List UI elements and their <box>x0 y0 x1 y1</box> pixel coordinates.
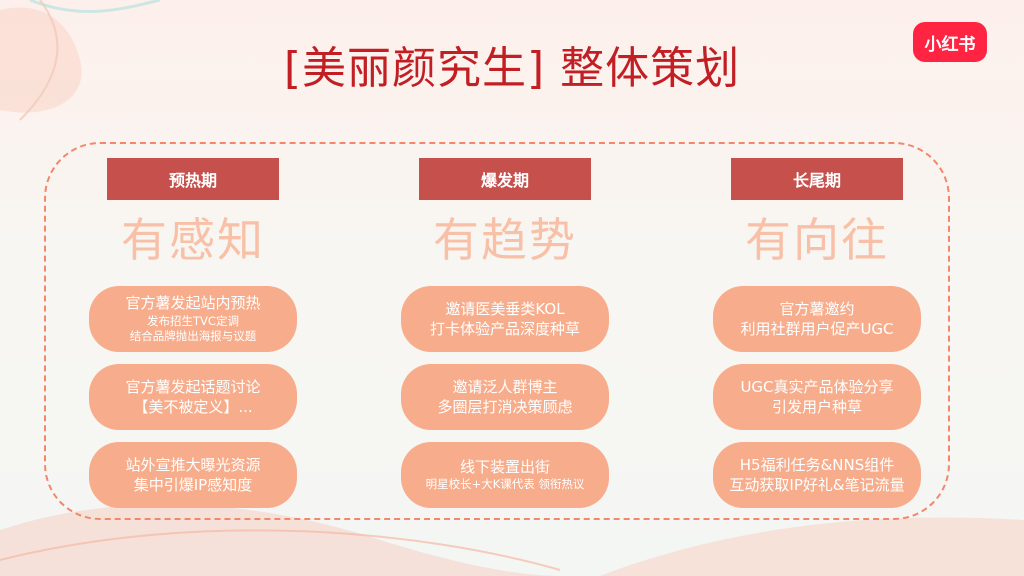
card-line: 互动获取IP好礼&笔记流量 <box>729 476 905 494</box>
card-line: 邀请泛人群博主 <box>452 377 558 396</box>
phase-column-warmup: 预热期 有感知 官方薯发起站内预热 发布招生TVC定调 结合品牌抛出海报与议题 … <box>73 158 313 508</box>
card-line: 邀请医美垂类KOL <box>445 299 565 318</box>
strategy-card: 官方薯邀约 利用社群用户促产UGC <box>713 286 921 352</box>
card-line: 打卡体验产品深度种草 <box>429 320 580 338</box>
phase-label: 预热期 <box>107 158 279 200</box>
card-line: 【美不被定义】... <box>133 398 253 416</box>
card-line: 引发用户种草 <box>771 398 862 416</box>
phase-slogan: 有感知 <box>121 213 265 267</box>
card-line: 官方薯发起站内预热 <box>125 294 261 313</box>
card-line: 官方薯发起话题讨论 <box>125 377 261 396</box>
strategy-card: 官方薯发起话题讨论 【美不被定义】... <box>89 364 297 430</box>
phase-slogan: 有向往 <box>745 213 889 267</box>
dashed-frame <box>44 142 950 520</box>
strategy-card: 官方薯发起站内预热 发布招生TVC定调 结合品牌抛出海报与议题 <box>89 286 297 352</box>
card-line: 多圈层打消决策顾虑 <box>437 398 573 416</box>
card-line: 结合品牌抛出海报与议题 <box>129 329 257 344</box>
card-line: 站外宣推大曝光资源 <box>125 455 261 474</box>
phase-column-longtail: 长尾期 有向往 官方薯邀约 利用社群用户促产UGC UGC真实产品体验分享 引发… <box>697 158 937 508</box>
card-line: 集中引爆IP感知度 <box>133 476 253 494</box>
strategy-card: H5福利任务&NNS组件 互动获取IP好礼&笔记流量 <box>713 442 921 508</box>
card-line: 利用社群用户促产UGC <box>740 320 894 338</box>
strategy-card: 线下装置出街 明星校长+大K课代表 领衔热议 <box>401 442 609 508</box>
strategy-card: 站外宣推大曝光资源 集中引爆IP感知度 <box>89 442 297 508</box>
card-line: 线下装置出街 <box>459 458 550 477</box>
phase-label: 爆发期 <box>419 158 591 200</box>
card-line: H5福利任务&NNS组件 <box>739 455 895 474</box>
strategy-card: 邀请医美垂类KOL 打卡体验产品深度种草 <box>401 286 609 352</box>
card-line: 发布招生TVC定调 <box>147 313 239 328</box>
card-line: UGC真实产品体验分享 <box>740 377 894 396</box>
phase-label: 长尾期 <box>731 158 903 200</box>
card-line: 官方薯邀约 <box>779 299 855 318</box>
strategy-card: UGC真实产品体验分享 引发用户种草 <box>713 364 921 430</box>
strategy-card: 邀请泛人群博主 多圈层打消决策顾虑 <box>401 364 609 430</box>
page-title: [美丽颜究生] 整体策划 <box>283 43 741 94</box>
card-line: 明星校长+大K课代表 领衔热议 <box>425 477 585 492</box>
logo-text: 小红书 <box>924 34 976 55</box>
xiaohongshu-logo-icon: 小红书 <box>913 22 987 62</box>
phase-slogan: 有趋势 <box>433 213 577 267</box>
phase-column-burst: 爆发期 有趋势 邀请医美垂类KOL 打卡体验产品深度种草 邀请泛人群博主 多圈层… <box>385 158 625 508</box>
